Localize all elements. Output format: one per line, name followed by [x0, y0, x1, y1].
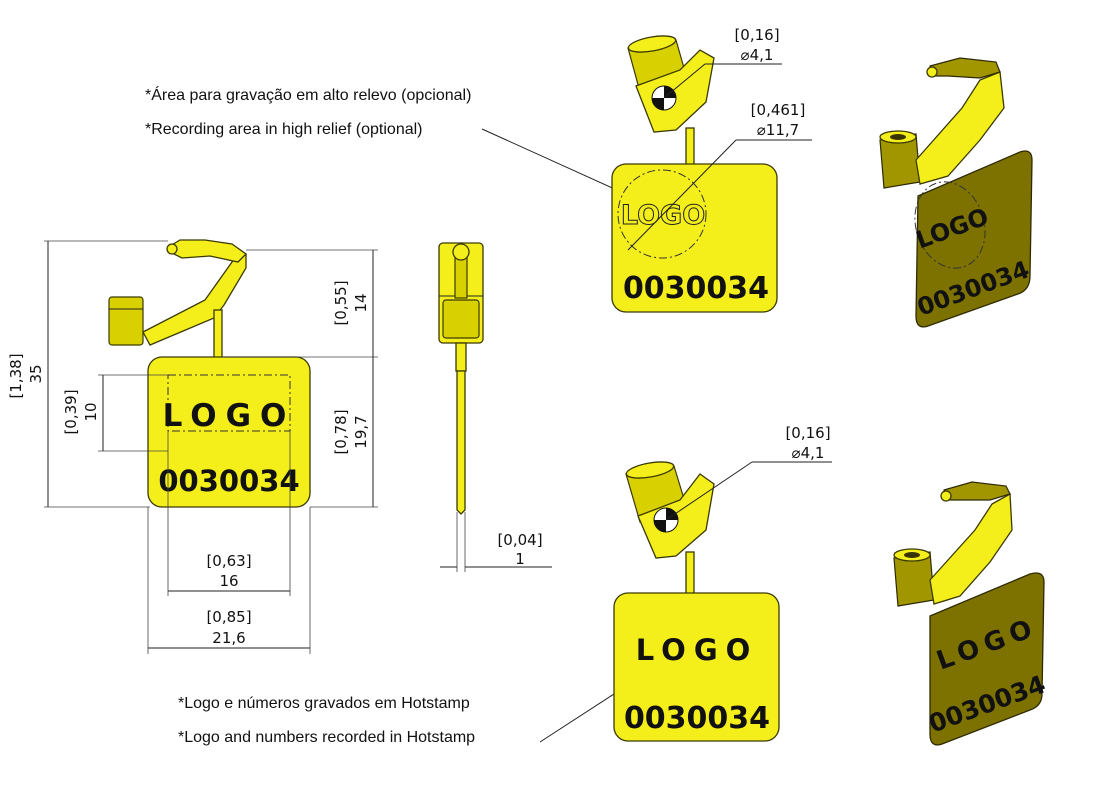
dim-hole-bottom-mm: ⌀4,1 — [792, 444, 825, 462]
front-view-cylinder — [108, 296, 144, 346]
dim-top-in: [0,55] — [332, 280, 350, 325]
front-view-logo: LOGO — [163, 398, 296, 434]
dim-hole-bottom-in: [0,16] — [785, 424, 830, 442]
dim-area-height-mm: 10 — [82, 402, 100, 421]
note-relief-en: *Recording area in high relief (optional… — [145, 121, 423, 138]
relief-arm — [635, 49, 715, 133]
relief-stem — [685, 127, 695, 169]
relief-rear-tag — [915, 150, 1033, 328]
relief-circle-area — [617, 169, 707, 259]
dim-thickness-in: [0,04] — [497, 531, 542, 549]
dim-area-width-in: [0,63] — [206, 552, 251, 570]
hotstamp-rear-tag — [929, 572, 1045, 746]
dim-area-width-mm: 16 — [219, 572, 238, 590]
front-view-arm — [142, 249, 247, 346]
front-view-number: 0030034 — [158, 464, 299, 498]
dim-hole-top-mm: ⌀4,1 — [741, 46, 774, 64]
hotstamp-logo: LOGO — [636, 633, 759, 667]
dim-relief-mm: ⌀11,7 — [757, 121, 799, 139]
note-hotstamp-pt: *Logo e números gravados em Hotstamp — [178, 695, 470, 712]
dim-relief-in: [0,461] — [751, 101, 806, 119]
relief-iso-dimensions: [0,16] ⌀4,1 [0,461] ⌀11,7 — [627, 26, 812, 251]
front-view-logo-area — [167, 374, 291, 432]
front-view-stem — [213, 309, 223, 359]
dim-thickness-mm: 1 — [515, 550, 525, 568]
dim-tag-height-in: [0,78] — [332, 409, 350, 454]
relief-logo: LOGO — [621, 200, 705, 231]
dim-tag-height-mm: 19,7 — [352, 415, 370, 448]
relief-tag — [611, 163, 778, 313]
note-relief-pt: *Área para gravação em alto relevo (opci… — [145, 85, 471, 104]
relief-number: 0030034 — [623, 271, 769, 306]
note-hotstamp-en: *Logo and numbers recorded in Hotstamp — [178, 729, 475, 746]
hotstamp-stem — [685, 551, 695, 599]
side-view-tag-edge — [456, 370, 466, 515]
relief-iso-view: LOGO 0030034 — [611, 35, 778, 313]
front-view-dimensions: [1,38] 35 [0,39] 10 [0,55] 14 [0,78] 19,… — [7, 240, 378, 654]
dim-top-mm: 14 — [352, 293, 370, 312]
dim-tag-width-in: [0,85] — [206, 608, 251, 626]
hotstamp-iso-view: LOGO 0030034 — [613, 461, 780, 742]
side-view-dimensions: [0,04] 1 — [440, 512, 552, 572]
relief-rear-iso-view: LOGO 0030034 — [879, 57, 1033, 328]
front-view: LOGO 0030034 — [108, 239, 311, 508]
hotstamp-rear-iso-view: LOGO 0030034 — [893, 481, 1049, 746]
dim-overall-mm: 35 — [27, 364, 45, 383]
dim-overall-in: [1,38] — [7, 353, 25, 398]
dim-area-height-in: [0,39] — [62, 389, 80, 434]
dim-hole-top-in: [0,16] — [734, 26, 779, 44]
hotstamp-number: 0030034 — [624, 701, 770, 736]
hotstamp-iso-dimensions: [0,16] ⌀4,1 — [665, 424, 832, 521]
hotstamp-tag — [613, 592, 780, 742]
dim-tag-width-mm: 21,6 — [212, 629, 245, 647]
front-view-hook — [169, 239, 248, 263]
side-view — [438, 242, 484, 515]
